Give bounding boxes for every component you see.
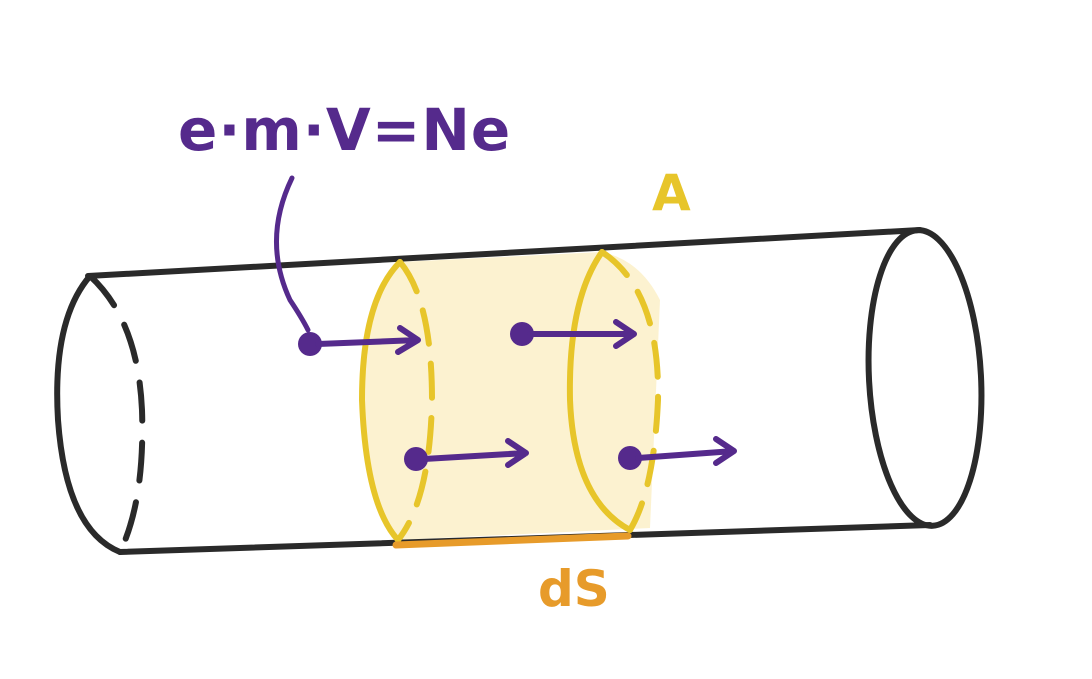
length-marker [392,532,632,549]
velocity-arrow [527,319,637,349]
formula-label: e·m·V=Ne [178,96,511,164]
charge-1 [298,325,421,356]
cross-section-left-front [358,259,403,543]
velocity-arrow [635,436,737,466]
charge-3 [404,438,529,471]
cylinder-right-end [865,227,985,529]
cross-section-right-back [599,249,662,533]
charge-dot [618,446,642,470]
cylinder-top-edge [85,227,923,279]
cylinder-left-end-back [87,273,146,555]
charge-4 [618,436,737,470]
formula-pointer-line [274,175,311,333]
length-label: dS [538,560,610,618]
charge-2 [510,319,637,349]
area-label: A [652,164,691,222]
charge-dot [510,322,534,346]
volume-element-fill [364,252,660,540]
velocity-arrow [421,438,529,468]
cylinder-left-end-front [54,273,123,555]
charge-dot [298,332,322,356]
velocity-arrow [315,325,421,355]
cross-section-right-front [566,249,633,533]
cross-section-left-back [395,259,436,543]
charge-dot [404,447,428,471]
